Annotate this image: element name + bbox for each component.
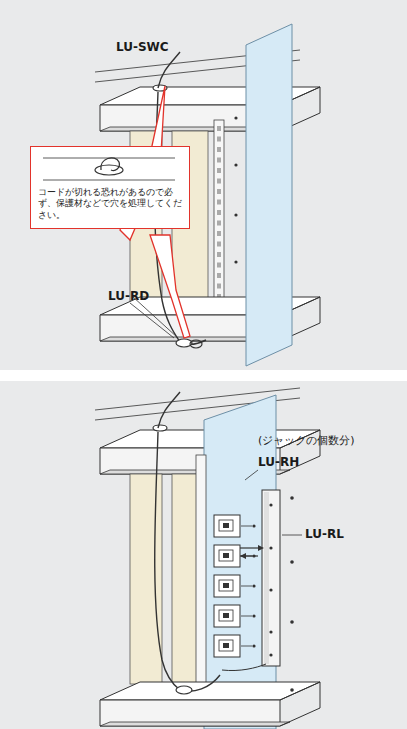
caution-note: コードが切れる恐れがあるので必ず、保護材などで穴を処理してください。 [38,187,182,221]
hole-sketch [39,150,179,186]
part-name: LU-RH [258,455,299,469]
top-panel-ground [0,0,407,370]
part-name: LU-SWC [116,40,169,54]
leader-line [245,470,258,480]
leader-line [282,535,302,536]
part-name: LU-RL [305,527,344,541]
part-name: LU-RD [108,289,149,303]
callout-box: コードが切れる恐れがあるので必ず、保護材などで穴を処理してください。 [30,146,190,229]
leader-line [130,303,174,338]
bottom-panel-ground [0,381,407,729]
note-text: (ジャックの個数分) [258,433,355,448]
